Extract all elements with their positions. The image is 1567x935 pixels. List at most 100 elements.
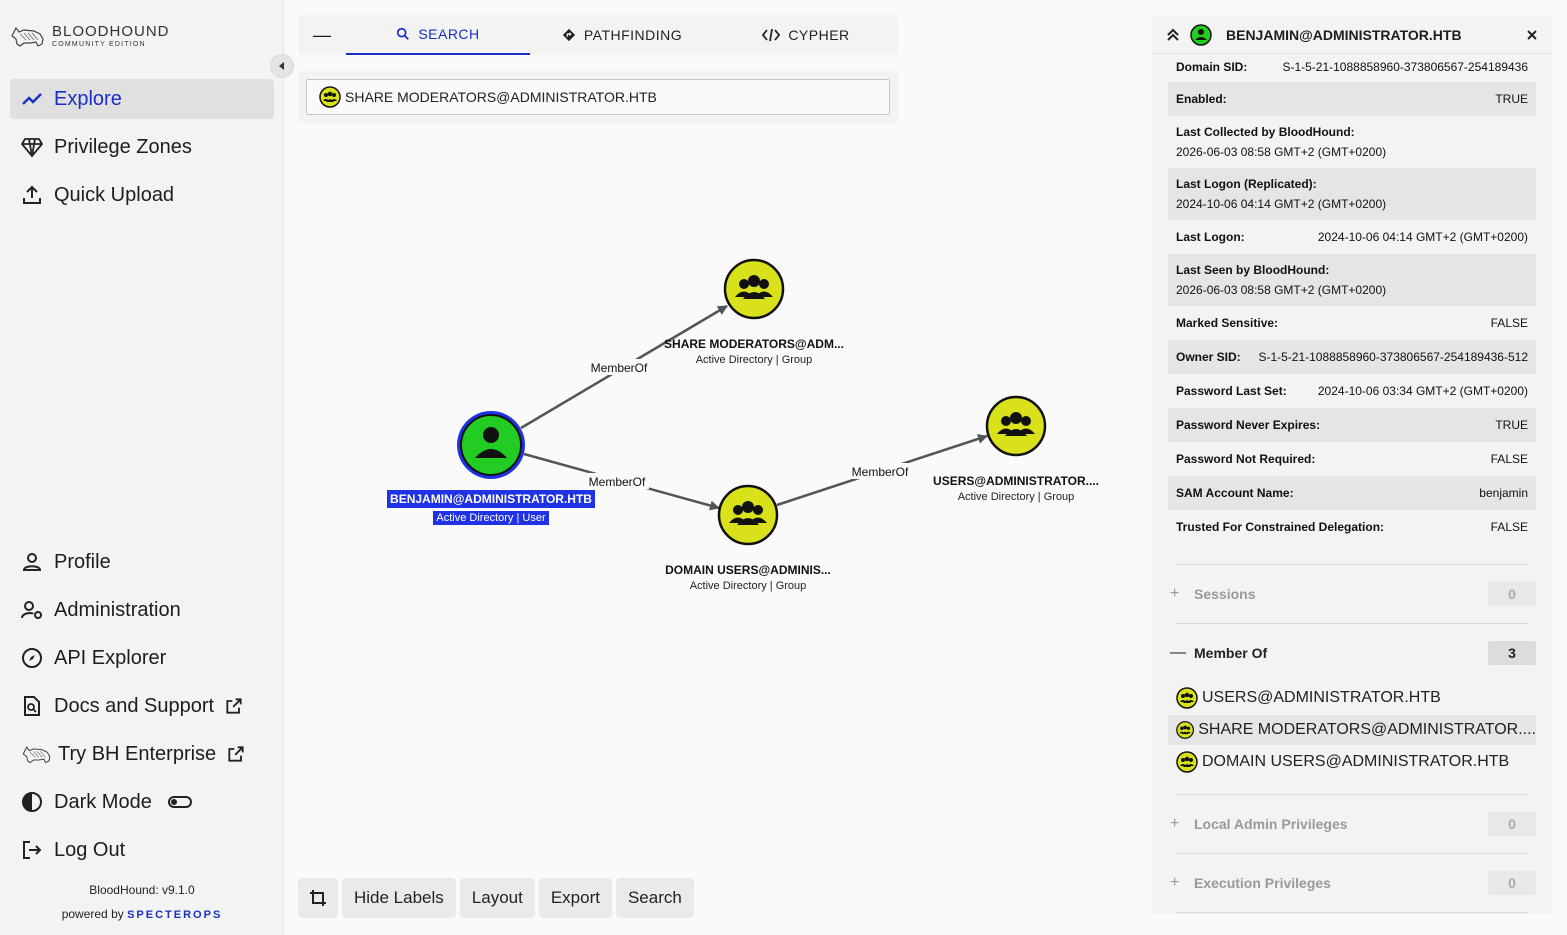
close-icon[interactable] <box>1526 29 1538 41</box>
section-member-of[interactable]: — Member Of 3 <box>1168 640 1536 666</box>
node-label-benjamin[interactable]: BENJAMIN@ADMINISTRATOR.HTB Active Direct… <box>381 490 601 526</box>
tab-search[interactable]: SEARCH <box>346 15 530 55</box>
entity-panel: BENJAMIN@ADMINISTRATOR.HTB Domain SID: S… <box>1152 16 1552 914</box>
graph-edges: MemberOf MemberOf MemberOf <box>457 258 1047 546</box>
nav-api-explorer[interactable]: API Explorer <box>10 638 274 678</box>
section-count: 3 <box>1488 641 1536 665</box>
tab-pathfinding[interactable]: PATHFINDING <box>530 15 714 55</box>
prop-value: FALSE <box>1490 316 1528 330</box>
node-kind: Active Directory | Group <box>689 580 807 592</box>
export-button[interactable]: Export <box>538 878 612 918</box>
prop-value: S-1-5-21-1088858960-373806567-254189436 <box>1282 60 1528 74</box>
document-search-icon <box>24 696 40 716</box>
user-gear-icon <box>21 601 42 619</box>
node-label-domain-users[interactable]: DOMAIN USERS@ADMINIS... Active Directory… <box>638 563 858 592</box>
node-users[interactable] <box>985 395 1047 457</box>
prop-value: 2024-10-06 03:34 GMT+2 (GMT+0200) <box>1317 384 1528 398</box>
dark-mode-toggle[interactable] <box>167 796 192 808</box>
tab-cypher[interactable]: CYPHER <box>714 15 898 55</box>
graph-canvas[interactable]: MemberOf MemberOf MemberOf <box>284 130 1144 850</box>
prop-key: Last Seen by BloodHound: <box>1176 263 1330 277</box>
member-of-item[interactable]: DOMAIN USERS@ADMINISTRATOR.HTB <box>1168 747 1536 777</box>
node-label-share-moderators[interactable]: SHARE MODERATORS@ADM... Active Directory… <box>644 337 864 366</box>
search-area: SHARE MODERATORS@ADMINISTRATOR.HTB <box>298 71 898 123</box>
nav-try-enterprise-label: Try BH Enterprise <box>58 742 217 765</box>
prop-sam-account-name: SAM Account Name: benjamin <box>1168 476 1536 510</box>
nav-profile[interactable]: Profile <box>10 542 274 582</box>
bloodhound-dog-icon <box>22 746 51 764</box>
node-name: DOMAIN USERS@ADMINIS... <box>665 563 831 577</box>
node-share-moderators[interactable] <box>723 258 785 320</box>
crop-button[interactable] <box>298 878 338 918</box>
node-search-input[interactable]: SHARE MODERATORS@ADMINISTRATOR.HTB <box>306 79 890 115</box>
section-count: 0 <box>1488 582 1536 606</box>
prop-key: Enabled: <box>1176 92 1227 106</box>
sidebar: BLOODHOUND COMMUNITY EDITION Explore Pri… <box>0 0 284 935</box>
tab-search-label: SEARCH <box>418 26 480 42</box>
nav-api-explorer-label: API Explorer <box>54 646 167 669</box>
member-of-item[interactable]: USERS@ADMINISTRATOR.HTB <box>1168 683 1536 713</box>
nav-privilege-zones[interactable]: Privilege Zones <box>10 127 274 167</box>
node-benjamin[interactable] <box>457 411 525 479</box>
search-button[interactable]: Search <box>615 878 694 918</box>
prop-trusted-constrained-delegation: Trusted For Constrained Delegation: FALS… <box>1168 510 1536 544</box>
section-title: Execution Privileges <box>1194 875 1331 891</box>
search-icon <box>397 27 410 40</box>
nav-explore-label: Explore <box>54 87 122 110</box>
node-label-users[interactable]: USERS@ADMINISTRATOR.... Active Directory… <box>906 474 1126 503</box>
node-name: USERS@ADMINISTRATOR.... <box>933 474 1099 488</box>
member-of-label: USERS@ADMINISTRATOR.HTB <box>1202 689 1441 706</box>
prop-value: S-1-5-21-1088858960-373806567-254189436-… <box>1258 350 1528 364</box>
entity-panel-header: BENJAMIN@ADMINISTRATOR.HTB <box>1152 16 1552 54</box>
nav-administration[interactable]: Administration <box>10 590 274 630</box>
nav-dark-mode-label: Dark Mode <box>54 790 152 813</box>
group-icon <box>319 86 341 108</box>
expand-icon: + <box>1170 874 1180 891</box>
section-title: Sessions <box>1194 586 1256 602</box>
divider <box>1176 564 1528 565</box>
caret-left-icon <box>279 62 284 70</box>
prop-key: Owner SID: <box>1176 350 1241 364</box>
hide-labels-button[interactable]: Hide Labels <box>342 878 456 918</box>
nav-log-out[interactable]: Log Out <box>10 830 274 870</box>
collapse-sidebar-button[interactable] <box>270 54 294 78</box>
prop-value: 2026-06-03 08:58 GMT+2 (GMT+0200) <box>1176 283 1387 297</box>
version-text: BloodHound: v9.1.0 <box>89 883 195 897</box>
tab-cypher-label: CYPHER <box>788 27 850 43</box>
section-sessions[interactable]: + Sessions 0 <box>1168 581 1536 607</box>
node-domain-users[interactable] <box>717 484 779 546</box>
section-title: Member Of <box>1194 645 1268 661</box>
nav-try-enterprise[interactable]: Try BH Enterprise <box>10 734 274 774</box>
powered-by: powered by SPECTEROPS <box>0 907 284 921</box>
nav-quick-upload[interactable]: Quick Upload <box>10 175 274 215</box>
divider <box>1176 853 1528 854</box>
group-icon <box>1176 751 1198 773</box>
prop-value: TRUE <box>1495 92 1528 106</box>
nav-dark-mode[interactable]: Dark Mode <box>10 782 274 822</box>
chevron-double-up-icon[interactable] <box>1166 28 1180 42</box>
chart-line-icon <box>22 93 42 105</box>
prop-password-not-required: Password Not Required: FALSE <box>1168 442 1536 476</box>
member-of-item[interactable]: SHARE MODERATORS@ADMINISTRATOR.... <box>1168 715 1536 745</box>
nav-quick-upload-label: Quick Upload <box>54 183 175 206</box>
section-execution-privileges[interactable]: + Execution Privileges 0 <box>1168 870 1536 896</box>
external-link-icon <box>228 746 244 762</box>
external-link-icon <box>226 698 242 714</box>
prop-value: FALSE <box>1490 452 1528 466</box>
minimize-search-button[interactable]: — <box>313 24 331 45</box>
gem-icon <box>21 138 43 157</box>
nav-explore[interactable]: Explore <box>10 79 274 119</box>
divider <box>1176 912 1528 913</box>
specterops-logo: SPECTEROPS <box>127 909 223 921</box>
prop-password-last-set: Password Last Set: 2024-10-06 03:34 GMT+… <box>1168 374 1536 408</box>
edge-label: MemberOf <box>589 475 646 489</box>
powered-by-text: powered by <box>61 907 124 921</box>
nav-docs-support[interactable]: Docs and Support <box>10 686 274 726</box>
upload-icon <box>23 185 41 204</box>
node-name: BENJAMIN@ADMINISTRATOR.HTB <box>387 490 595 508</box>
logo-subtitle: COMMUNITY EDITION <box>52 41 146 48</box>
layout-button[interactable]: Layout <box>459 878 535 918</box>
bloodhound-logo[interactable]: BLOODHOUND COMMUNITY EDITION <box>10 22 170 50</box>
section-local-admin[interactable]: + Local Admin Privileges 0 <box>1168 811 1536 837</box>
prop-marked-sensitive: Marked Sensitive: FALSE <box>1168 306 1536 340</box>
